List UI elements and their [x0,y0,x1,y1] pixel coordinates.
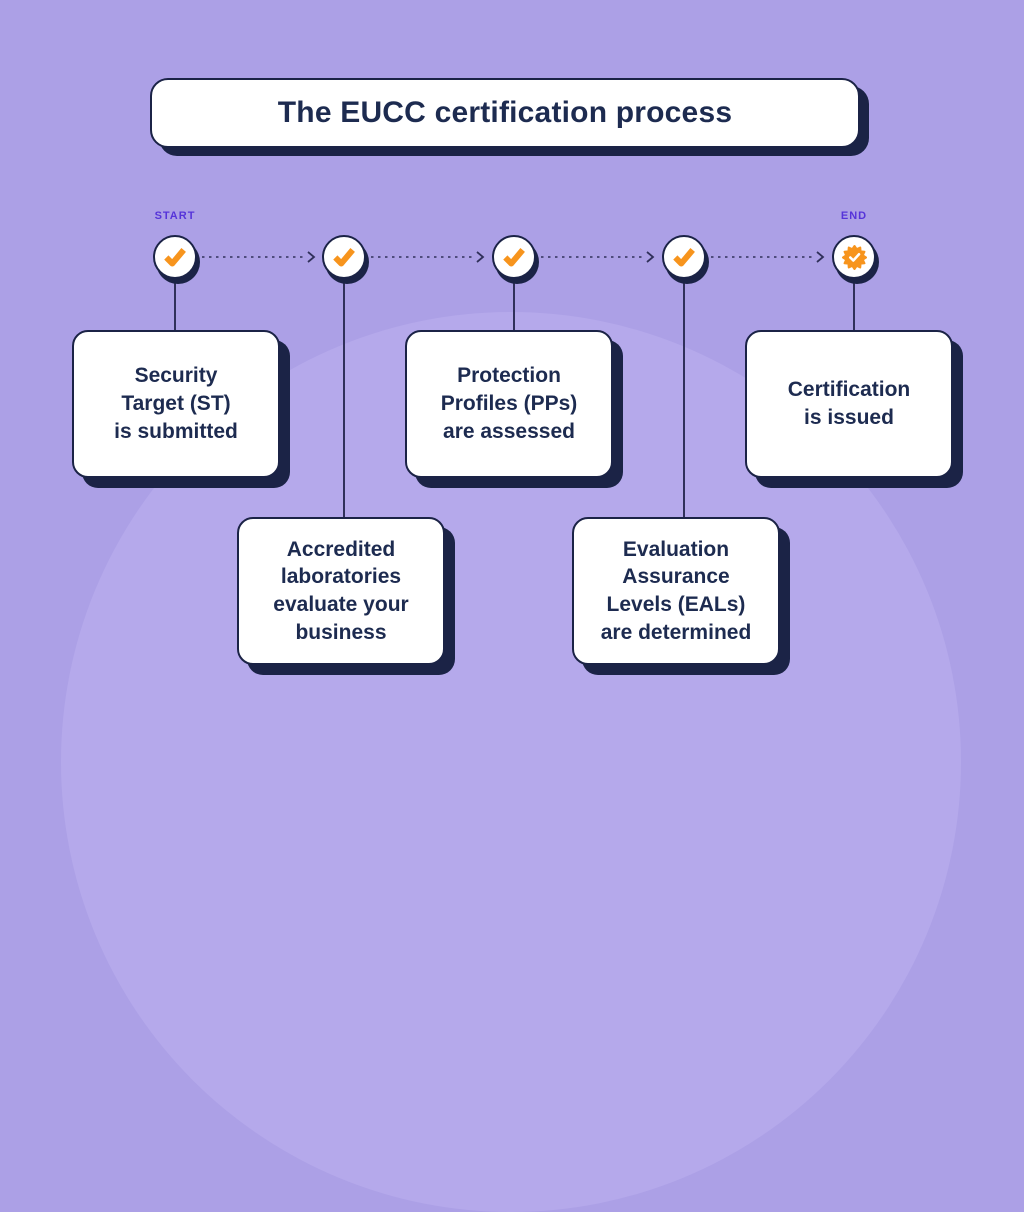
timeline-node-4 [662,235,706,279]
connector-vertical-line [174,279,176,332]
timeline-start-label: START [154,210,196,222]
step-card-text: Protection Profiles (PPs) are assessed [440,364,578,443]
arrow-head-icon [646,251,655,263]
step-card-accredited-laboratories: Accredited laboratories evaluate your bu… [237,517,445,665]
step-card-text: Evaluation Assurance Levels (EALs) are d… [600,537,752,644]
step-card-protection-profiles: Protection Profiles (PPs) are assessed [405,330,613,478]
timeline-node-start [153,235,197,279]
step-card-text: Accredited laboratories evaluate your bu… [273,537,409,644]
dashed-arrow-connector [711,251,825,263]
timeline-node-end [832,235,876,279]
step-card-evaluation-assurance: Evaluation Assurance Levels (EALs) are d… [572,517,780,665]
step-card-text: Security Target (ST) is submitted [114,364,238,443]
connector-vertical-line [853,279,855,332]
dashed-arrow-connector [541,251,655,263]
dashed-arrow-connector [202,251,316,263]
arrow-head-icon [816,251,825,263]
connector-vertical-line [683,279,685,519]
timeline-node-3 [492,235,536,279]
arrow-head-icon [476,251,485,263]
page-title: The EUCC certification process [277,96,733,129]
timeline-node-2 [322,235,366,279]
dashed-arrow-connector [371,251,485,263]
check-icon [164,248,186,267]
check-icon [673,248,695,267]
step-card-security-target: Security Target (ST) is submitted [72,330,280,478]
check-icon [503,248,525,267]
certificate-badge-icon [841,244,867,270]
connector-vertical-line [343,279,345,519]
check-icon [333,248,355,267]
timeline-end-label: END [840,210,868,222]
arrow-head-icon [307,251,316,263]
step-card-certification-issued: Certification is issued [745,330,953,478]
step-card-text: Certification is issued [787,378,911,429]
title-card: The EUCC certification process [150,78,860,148]
connector-vertical-line [513,279,515,332]
